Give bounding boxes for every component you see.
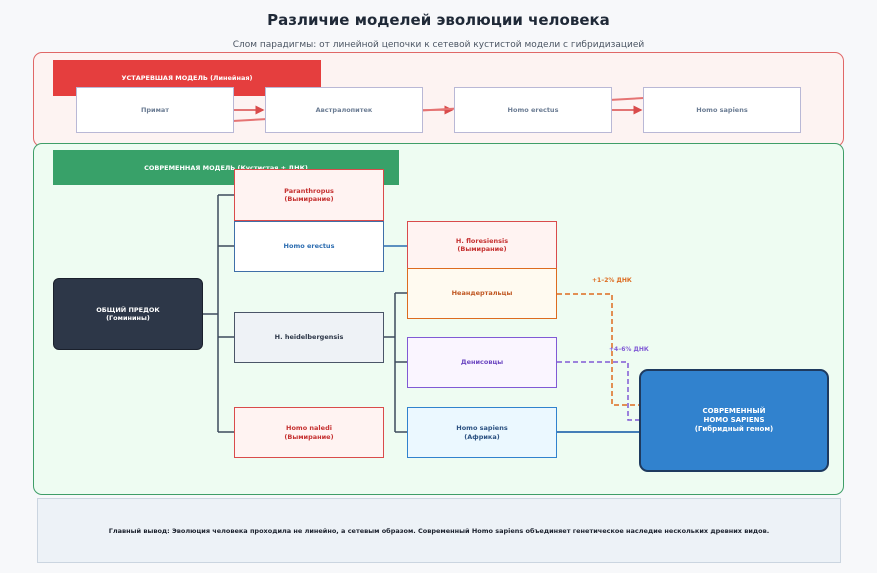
common-ancestor-node: ОБЩИЙ ПРЕДОК (Гоминины) (53, 278, 203, 350)
denisovans-node: Денисовцы (407, 337, 557, 388)
naledi-node: Homo naledi (Вымирание) (234, 407, 384, 458)
heidelbergensis-node: H. heidelbergensis (234, 312, 384, 363)
sapiens-africa-node: Homo sapiens (Африка) (407, 407, 557, 458)
neanderthals-node: Неандертальцы (407, 268, 557, 319)
neanderthal-dna-label: +1–2% ДНК (592, 277, 632, 284)
page-subtitle: Слом парадигмы: от линейной цепочки к се… (232, 40, 645, 50)
paranthropus-node: Paranthropus (Вымирание) (234, 169, 384, 221)
floresiensis-node: H. floresiensis (Вымирание) (407, 221, 557, 269)
old-step-primate: Примат (76, 87, 234, 133)
old-step-erectus: Homo erectus (454, 87, 612, 133)
conclusion-box: Главный вывод: Эволюция человека проходи… (37, 498, 841, 563)
page-title: Различие моделей эволюции человека (267, 11, 610, 29)
modern-sapiens-node: СОВРЕМЕННЫЙ HOMO SAPIENS (Гибридный гено… (639, 369, 829, 472)
old-step-australopithecus: Австралопитек (265, 87, 423, 133)
old-step-sapiens: Homo sapiens (643, 87, 801, 133)
denisovan-dna-label: +4–6% ДНК (609, 346, 649, 353)
erectus-node: Homo erectus (234, 221, 384, 272)
